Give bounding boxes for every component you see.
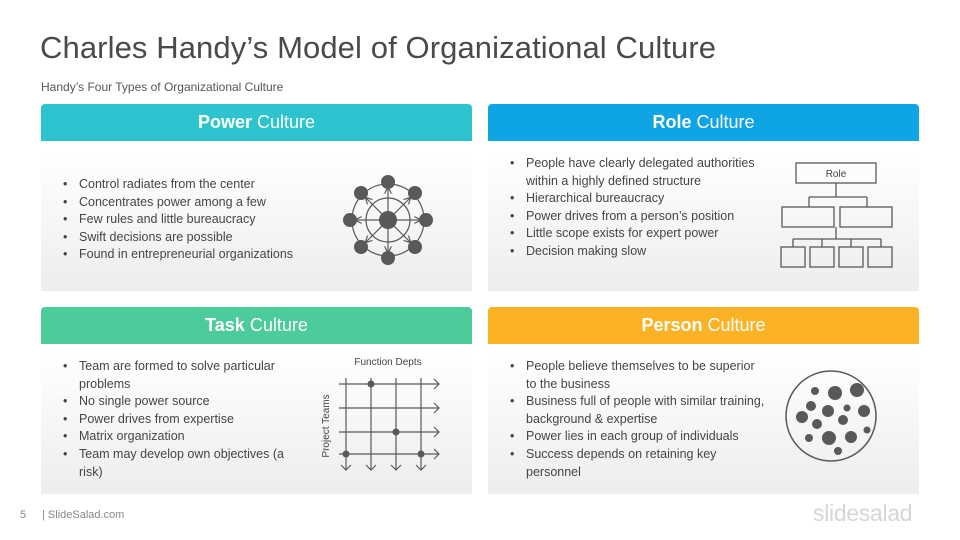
task-matrix-icon: Function Depts Project Teams xyxy=(321,357,440,471)
person-cluster-icon xyxy=(785,370,877,462)
bullet-item: Found in entrepreneurial organizations xyxy=(61,246,341,264)
bullet-item: Matrix organization xyxy=(61,428,311,446)
bullet-item: Little scope exists for expert power xyxy=(508,225,763,243)
bullet-item: Hierarchical bureaucracy xyxy=(508,190,763,208)
bullet-item: Swift decisions are possible xyxy=(61,229,341,247)
footer-brand: | SlideSalad.com xyxy=(42,509,125,521)
page-title: Charles Handy’s Model of Organizational … xyxy=(40,30,717,65)
slidesalad-logo: slidesalad xyxy=(813,500,913,526)
power-culture-list: Control radiates from the centerConcentr… xyxy=(61,176,341,264)
page-subtitle: Handy’s Four Types of Organizational Cul… xyxy=(41,80,284,94)
task-culture-body: Team are formed to solve particular prob… xyxy=(41,354,472,494)
task-culture-title-bold: Task xyxy=(205,315,245,335)
bullet-item: Power lies in each group of individuals xyxy=(508,428,768,446)
bullet-item: Concentrates power among a few xyxy=(61,194,341,212)
bullet-item: Team may develop own objectives (a risk) xyxy=(61,446,311,481)
person-culture-title-bold: Person xyxy=(641,315,703,335)
role-culture-list: People have clearly delegated authoritie… xyxy=(508,155,763,261)
power-culture-body: Control radiates from the centerConcentr… xyxy=(41,151,472,291)
bullet-item: People have clearly delegated authoritie… xyxy=(508,155,763,190)
bullet-item: Power drives from a person’s position xyxy=(508,208,763,226)
bullet-item: No single power source xyxy=(61,393,311,411)
task-culture-title-rest: Culture xyxy=(249,315,308,335)
bullet-item: Decision making slow xyxy=(508,243,763,261)
bullet-item: People believe themselves to be superior… xyxy=(508,358,768,393)
role-hierarchy-icon: Role xyxy=(780,162,893,268)
person-culture-list: People believe themselves to be superior… xyxy=(508,358,768,481)
bullet-item: Success depends on retaining key personn… xyxy=(508,446,768,481)
person-culture-body: People believe themselves to be superior… xyxy=(488,354,919,494)
bullet-item: Business full of people with similar tra… xyxy=(508,393,768,428)
bullet-item: Few rules and little bureaucracy xyxy=(61,211,341,229)
power-culture-title-rest: Culture xyxy=(257,112,316,132)
bullet-item: Control radiates from the center xyxy=(61,176,341,194)
role-culture-body: People have clearly delegated authoritie… xyxy=(488,151,919,291)
bullet-item: Team are formed to solve particular prob… xyxy=(61,358,311,393)
power-culture-title-bold: Power xyxy=(197,112,252,132)
role-culture-title-bold: Role xyxy=(652,112,692,132)
role-diagram-label: Role xyxy=(826,169,847,180)
task-diagram-top-label: Function Depts xyxy=(354,357,421,368)
task-diagram-side-label: Project Teams xyxy=(321,394,332,457)
task-culture-list: Team are formed to solve particular prob… xyxy=(61,358,311,481)
bullet-item: Power drives from expertise xyxy=(61,411,311,429)
page-number: 5 xyxy=(20,509,27,521)
person-culture-title-rest: Culture xyxy=(707,315,766,335)
role-culture-title-rest: Culture xyxy=(696,112,755,132)
power-web-icon xyxy=(343,175,433,265)
